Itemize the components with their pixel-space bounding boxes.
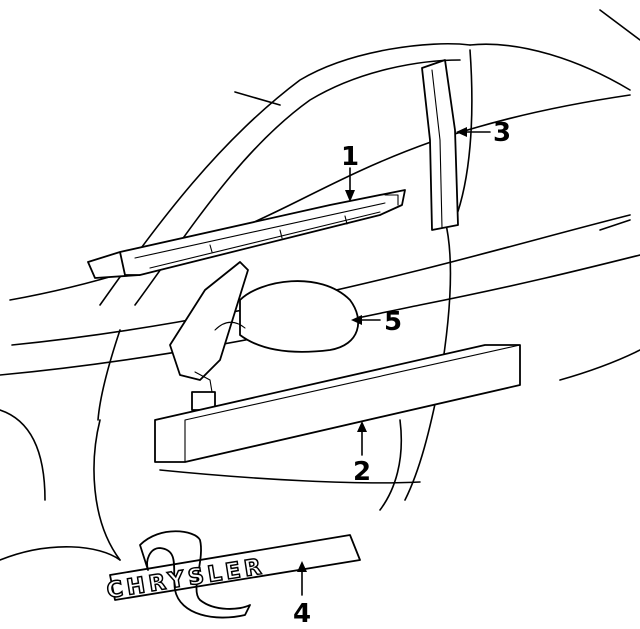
callout-2: 2 (353, 457, 371, 487)
emblem-part (109, 530, 361, 619)
side-mirror-part (169, 261, 360, 411)
door-molding-part (154, 344, 521, 463)
callout-5: 5 (384, 307, 402, 337)
callout-leaders (297, 127, 491, 596)
belt-molding-part (87, 189, 406, 279)
callout-1: 1 (341, 142, 359, 172)
pillar-applique-part (421, 59, 459, 231)
callout-4: 4 (293, 599, 311, 629)
callout-3: 3 (493, 118, 511, 148)
